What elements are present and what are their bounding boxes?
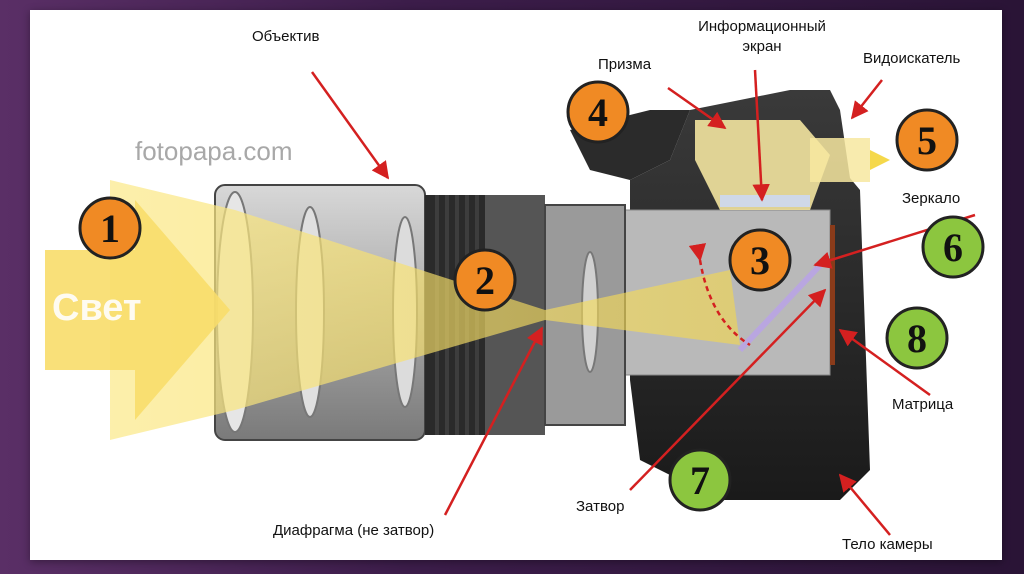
label-viewfinder: Видоискатель [863,50,961,67]
marker-3: 3 [728,228,792,292]
leader-info-screen [752,69,770,202]
mirror-swing-arc [688,243,751,347]
leader-shutter [629,288,827,491]
marker-8: 8 [885,306,949,370]
leader-lens [310,71,390,180]
sensor-shape [830,225,835,365]
leader-body [838,473,891,536]
svg-text:7: 7 [690,458,710,503]
leader-prism [667,86,727,130]
leader-aperture [443,326,544,516]
label-info-screen-2: экран [742,38,782,55]
marker-7: 7 [668,448,732,512]
light-label: Свет [52,287,142,329]
info-screen-shape [720,195,810,207]
light-beam [110,180,740,440]
marker-4: 4 [566,80,630,144]
marker-2: 2 [453,248,517,312]
label-prism: Призма [598,56,652,73]
svg-text:5: 5 [917,118,937,163]
svg-text:8: 8 [907,316,927,361]
svg-text:3: 3 [750,238,770,283]
marker-1: 1 [78,196,142,260]
svg-text:4: 4 [588,90,608,135]
svg-text:1: 1 [100,206,120,251]
viewfinder-arrow [870,150,890,170]
label-sensor: Матрица [892,396,954,413]
leader-sensor [838,328,931,397]
svg-text:6: 6 [943,225,963,270]
watermark-text: fotopapa.com [135,136,293,166]
label-mirror: Зеркало [902,190,961,207]
label-lens: Объектив [252,28,320,45]
light-arrow [45,200,230,420]
viewfinder-beam [810,138,870,182]
label-aperture: Диафрагма (не затвор) [273,522,435,539]
leader-viewfinder [850,79,883,120]
dslr-diagram: fotopapa.com Свет 1 2 3 4 5 6 8 [45,69,985,536]
label-shutter: Затвор [576,498,625,515]
slide-canvas: fotopapa.com Свет 1 2 3 4 5 6 8 [30,10,1002,560]
prism-shape [695,120,830,210]
label-info-screen-1: Информационный [698,18,826,35]
marker-6: 6 [921,215,985,279]
marker-5: 5 [895,108,959,172]
label-camera-body: Тело камеры [842,536,933,553]
mirror-shape [737,257,828,353]
svg-text:2: 2 [475,258,495,303]
